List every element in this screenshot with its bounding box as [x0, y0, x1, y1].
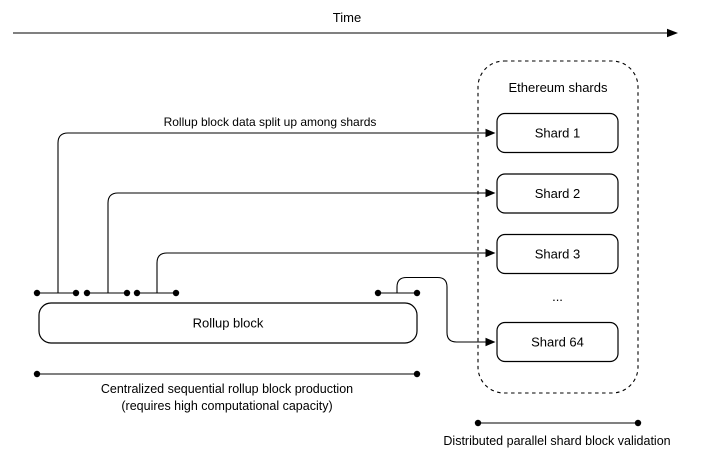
shard-1-box: [496, 112, 619, 154]
connector-4-path: [396, 276, 486, 343]
centralized-label-line1: Centralized sequential rollup block prod…: [101, 382, 353, 396]
rollup-block-box: [38, 302, 418, 344]
shards-ellipsis: ...: [552, 289, 563, 304]
shards-container-title: Ethereum shards: [509, 80, 608, 95]
distributed-start-dot: [474, 419, 482, 427]
centralized-end-dot: [413, 370, 421, 378]
timeline: Time: [13, 10, 678, 38]
rollup-block: Rollup block: [38, 302, 418, 344]
shard-3-label: Shard 3: [535, 247, 581, 262]
distributed-end-dot: [634, 419, 642, 427]
segment-2-end-dot: [123, 289, 131, 297]
split-annotation-label: Rollup block data split up among shards: [164, 115, 377, 129]
distributed-label: Distributed parallel shard block validat…: [443, 434, 670, 448]
connector-shard-1: [33, 128, 496, 297]
connector-3-path: [156, 252, 486, 293]
segment-2-start-dot: [83, 289, 91, 297]
connector-1-path: [57, 132, 486, 293]
distributed-annotation: Distributed parallel shard block validat…: [443, 419, 671, 448]
shard-64-label: Shard 64: [531, 335, 584, 350]
centralized-label-line2: (requires high computational capacity): [121, 399, 332, 413]
connector-2-path: [107, 192, 486, 293]
shard-1-label: Shard 1: [535, 126, 581, 141]
shard-64-box: [496, 321, 619, 363]
shard-2-label: Shard 2: [535, 186, 581, 201]
timeline-arrowhead-icon: [667, 28, 678, 38]
connector-shard-2: [83, 188, 496, 297]
shard-2-box: [496, 173, 619, 214]
shard-3-box: [496, 233, 619, 275]
connector-2-arrowhead-icon: [485, 188, 496, 198]
connector-4-arrowhead-icon: [485, 337, 496, 347]
segment-3-end-dot: [172, 289, 180, 297]
connector-shard-3: [133, 248, 496, 297]
centralized-start-dot: [33, 370, 41, 378]
ethereum-shards-panel: Ethereum shards Shard 1 Shard 2 Shard 3 …: [477, 60, 639, 394]
segment-3-start-dot: [133, 289, 141, 297]
timeline-label: Time: [333, 10, 361, 25]
shards-container-border: [477, 60, 639, 394]
segment-4-end-dot: [413, 289, 421, 297]
segment-1-end-dot: [72, 289, 80, 297]
rollup-block-label: Rollup block: [193, 316, 264, 331]
connector-1-arrowhead-icon: [485, 128, 496, 138]
segment-4-start-dot: [374, 289, 382, 297]
centralized-annotation: Centralized sequential rollup block prod…: [33, 370, 421, 413]
connector-shard-64: [374, 276, 496, 347]
connector-3-arrowhead-icon: [485, 248, 496, 258]
segment-1-start-dot: [33, 289, 41, 297]
